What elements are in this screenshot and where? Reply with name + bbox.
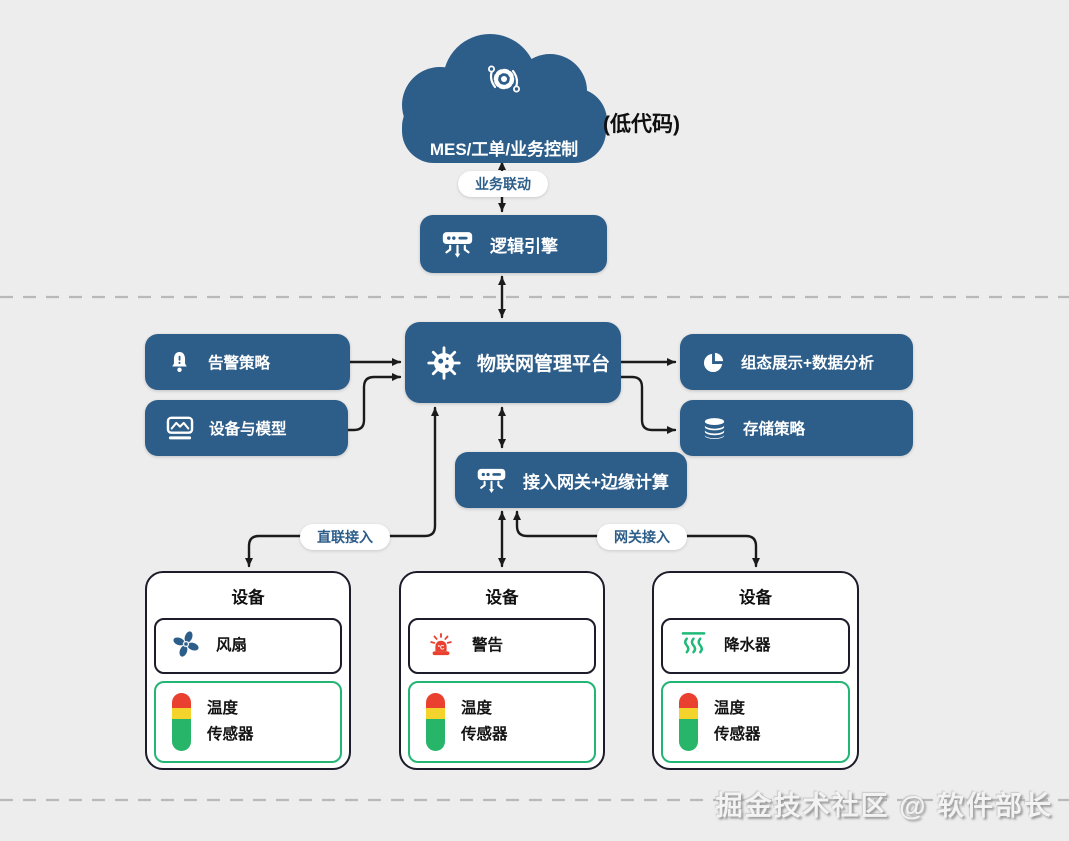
node-logic-engine: 逻辑引擎 (420, 215, 607, 273)
node-iot-platform: 物联网管理平台 (405, 322, 621, 403)
node-label: 告警策略 (208, 355, 271, 372)
device-card-3: 设备 降水器 温度 传感器 (652, 571, 859, 770)
actuator-label: 风扇 (216, 637, 248, 655)
router-icon (476, 467, 507, 494)
device-card-title: 设备 (231, 589, 265, 607)
low-code-note: (低代码) (603, 113, 680, 136)
actuator-label: 降水器 (724, 637, 771, 655)
device-card-1: 设备 风扇 (145, 571, 351, 770)
watermark: 掘金技术社区 @ 软件部长 (715, 791, 1053, 821)
node-visualization: 组态展示+数据分析 (680, 334, 913, 390)
sensor-item-temperature: 温度 传感器 (661, 681, 850, 763)
alert-bell-icon (168, 350, 191, 374)
node-label: 设备与模型 (209, 421, 287, 438)
device-card-2: 设备 °C 警告 温度 传感器 (399, 571, 605, 770)
device-model-icon (166, 416, 194, 441)
temp-sensor-icon (679, 693, 698, 751)
pie-chart-icon (702, 351, 725, 374)
temp-sensor-icon (426, 693, 445, 751)
actuator-item-precipitator: 降水器 (661, 618, 850, 674)
steam-icon (679, 630, 708, 662)
svg-text:°C: °C (438, 646, 445, 652)
node-label: 逻辑引擎 (490, 236, 558, 256)
cloud-shape (402, 34, 607, 163)
arrow-platform-storage (604, 373, 677, 434)
sensor-item-temperature: 温度 传感器 (154, 681, 342, 763)
siren-icon: °C (426, 630, 456, 662)
node-label: 组态展示+数据分析 (741, 355, 875, 372)
node-storage-policy: 存储策略 (680, 400, 913, 456)
actuator-item-alarm: °C 警告 (408, 618, 596, 674)
node-label: 存储策略 (743, 421, 806, 438)
edge-label-business-link: 业务联动 (458, 171, 548, 197)
sensor-label: 温度 传感器 (461, 700, 508, 743)
node-label: 物联网管理平台 (477, 354, 611, 375)
cloud-label: MES/工单/业务控制 (429, 140, 579, 159)
temp-sensor-icon (172, 693, 191, 751)
sensor-label: 温度 传感器 (207, 700, 254, 743)
cloud-node-mes: MES/工单/业务控制 (398, 33, 610, 165)
node-device-model: 设备与模型 (145, 400, 348, 456)
node-gateway: 接入网关+边缘计算 (455, 452, 687, 508)
device-card-title: 设备 (485, 589, 519, 607)
edge-label-direct-access: 直联接入 (300, 524, 390, 550)
gear-sync-icon (488, 65, 520, 93)
router-icon (441, 230, 474, 259)
device-card-title: 设备 (739, 589, 772, 607)
iot-hub-icon (425, 344, 463, 382)
actuator-label: 警告 (472, 637, 504, 655)
actuator-item-fan: 风扇 (154, 618, 342, 674)
sensor-label: 温度 传感器 (714, 700, 761, 743)
sensor-item-temperature: 温度 传感器 (408, 681, 596, 763)
fan-icon (172, 630, 200, 663)
database-icon (702, 417, 727, 440)
node-label: 接入网关+边缘计算 (523, 472, 669, 492)
edge-label-gateway-access: 网关接入 (597, 524, 687, 550)
node-alert-policy: 告警策略 (145, 334, 350, 390)
